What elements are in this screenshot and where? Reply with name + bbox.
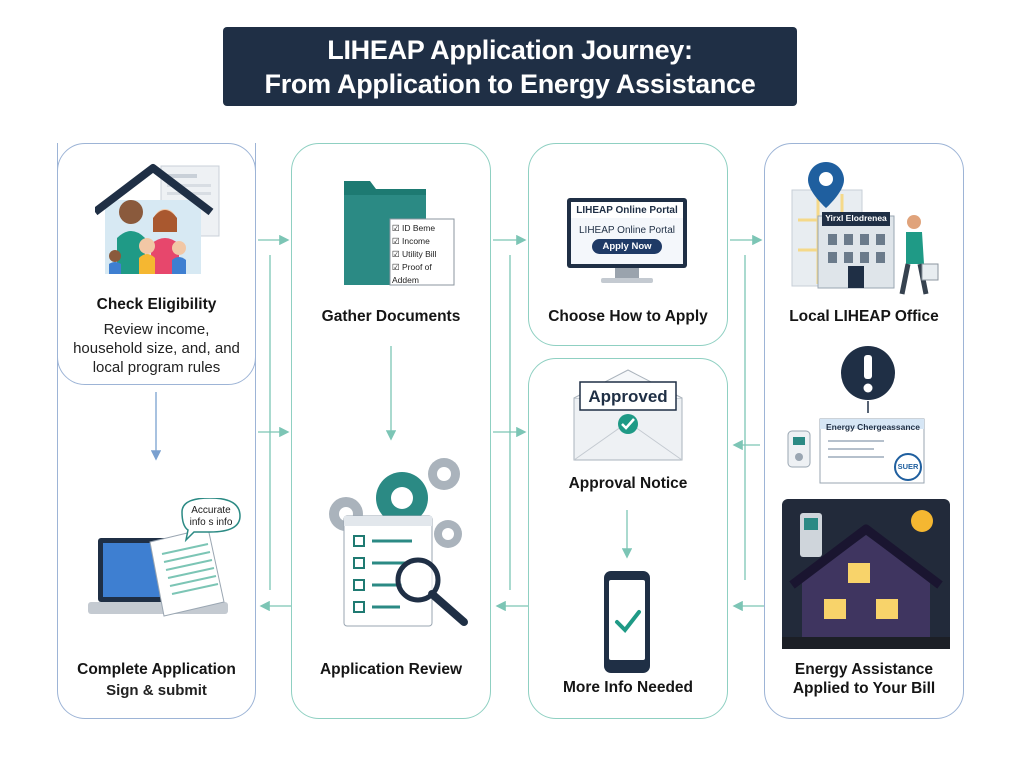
approved-envelope-icon (573, 369, 683, 461)
speech-bubble-text: Accurate info s info (182, 505, 240, 529)
smartphone-check-icon (604, 571, 650, 673)
night-house-icon (782, 499, 950, 649)
check-eligibility-desc-2: household size, and, and (73, 340, 240, 357)
portal-header: LIHEAP Online Portal (576, 205, 678, 216)
bubble-line-1: Accurate (191, 505, 231, 516)
complete-application-sub: Sign & submit (106, 682, 207, 699)
check-eligibility-label: Check Eligibility (96, 296, 217, 313)
folder-documents-icon (344, 181, 455, 286)
bubble-line-2: info s info (189, 517, 233, 528)
title-line-2: From Application to Energy Assistance (264, 68, 756, 99)
check-icon: ☑ (392, 262, 402, 272)
check-icon: ☑ (392, 236, 402, 246)
checklist-item-2: Utility Bill (401, 249, 437, 259)
card-complete-application (57, 143, 256, 719)
checklist-item: ☑ Income (392, 235, 458, 248)
checklist-item-1: Income (401, 236, 430, 246)
energy-doc-title: Energy Chergeassance (825, 422, 921, 432)
check-eligibility-desc: Review income, household size, and, and … (57, 320, 256, 377)
family-house-icon (95, 164, 220, 274)
approved-badge: Approved (588, 387, 668, 406)
checklist-item: ☑ ID Beme (392, 222, 458, 235)
energy-assistance-label: Energy Assistance Applied to Your Bill (764, 660, 964, 698)
energy-assistance-label-1: Energy Assistance (794, 661, 934, 678)
laptop-form-icon (88, 498, 241, 617)
office-building-sign: Yirxl Elodrenea (825, 213, 887, 223)
apply-now-button[interactable]: Apply Now (592, 239, 662, 254)
check-eligibility-desc-3: local program rules (92, 359, 221, 376)
portal-subtitle: LIHEAP Online Portal (579, 225, 675, 236)
energy-assistance-label-2: Applied to Your Bill (792, 680, 936, 697)
local-office-building-icon (791, 162, 939, 295)
checklist-item: ☑ Utility Bill (392, 248, 458, 261)
checklist-item: ☑ Proof of Addem (392, 261, 458, 287)
application-review-icon (329, 458, 468, 627)
computer-monitor-icon (567, 198, 687, 283)
choose-how-label: Choose How to Apply (548, 308, 708, 325)
application-review-label: Application Review (319, 661, 463, 678)
more-info-label: More Info Needed (562, 679, 694, 696)
complete-application-label: Complete Application (77, 661, 236, 678)
alert-document-group (787, 346, 925, 484)
checklist-item-0: ID Beme (401, 223, 436, 233)
gather-documents-label: Gather Documents (321, 308, 461, 325)
local-office-label: Local LIHEAP Office (789, 308, 939, 325)
check-eligibility-desc-1: Review income, (103, 321, 210, 338)
documents-checklist: ☑ ID Beme ☑ Income ☑ Utility Bill ☑ Proo… (392, 222, 458, 287)
check-icon: ☑ (392, 249, 402, 259)
approval-notice-label: Approval Notice (568, 475, 688, 492)
title-line-1: LIHEAP Application Journey: (327, 34, 693, 65)
checklist-item-3: Proof of Addem (392, 262, 432, 285)
page-title: LIHEAP Application Journey: From Applica… (223, 27, 797, 106)
check-icon: ☑ (392, 223, 402, 233)
energy-doc-stamp: SUER (897, 462, 919, 471)
